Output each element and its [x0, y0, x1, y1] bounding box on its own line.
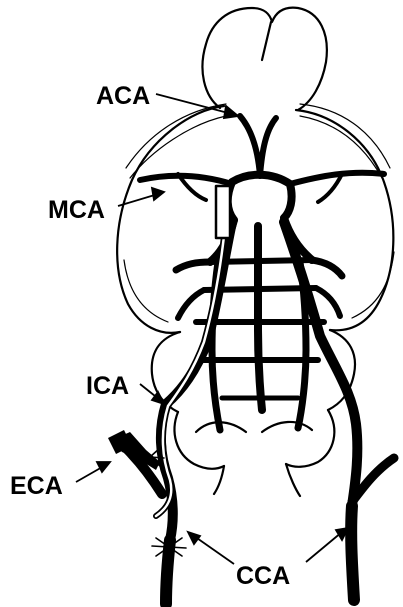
left-temporal-line	[124, 260, 168, 322]
medulla	[214, 464, 300, 496]
cca-right-artery	[351, 506, 354, 600]
scba-left	[178, 290, 204, 318]
cerebellum-arc-right	[262, 422, 312, 432]
basilar-artery	[258, 226, 262, 410]
scba-right	[316, 288, 340, 316]
circle-of-willis	[228, 175, 292, 220]
lateral-line-left-outer	[126, 104, 226, 168]
left-hemisphere	[117, 106, 224, 333]
catheter-tip	[216, 186, 230, 238]
label-mca: MCA	[48, 196, 105, 224]
cca-arrow-right	[306, 528, 348, 562]
label-eca: ECA	[10, 472, 63, 500]
eca-arrow	[76, 462, 110, 482]
pca-right	[312, 260, 342, 276]
cerebellum-right	[286, 410, 334, 467]
right-temporal-line	[352, 252, 394, 318]
label-aca: ACA	[96, 82, 150, 110]
olfactory-bulbs	[202, 8, 326, 110]
cca-arrow-left	[188, 532, 234, 564]
olfactory-midline	[262, 22, 271, 60]
label-ica: ICA	[86, 372, 129, 400]
label-cca: CCA	[236, 562, 290, 590]
ica-arrow	[140, 384, 164, 404]
pca-left	[176, 262, 210, 270]
aca-artery	[240, 116, 276, 176]
catheter	[156, 186, 230, 516]
